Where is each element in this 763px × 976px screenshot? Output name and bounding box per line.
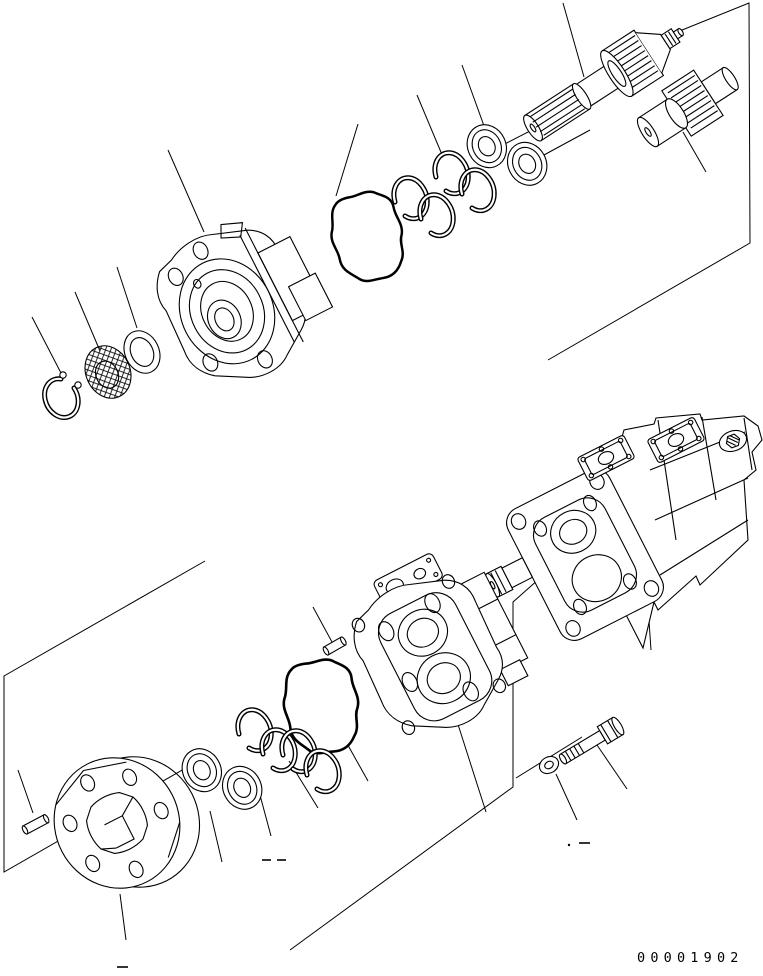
panel-top-right — [547, 2, 751, 361]
leader-line — [555, 773, 578, 821]
washer — [538, 755, 560, 775]
leader-line — [209, 810, 223, 863]
rear-seal-plate — [181, 748, 263, 810]
oil-seal — [84, 345, 132, 399]
leader-line — [17, 769, 34, 814]
leader-line — [562, 2, 585, 78]
port-pad — [577, 435, 635, 481]
drive-gear-shaft — [523, 27, 684, 142]
callout-dot — [567, 843, 571, 847]
drawing-number: 00001902 — [637, 950, 744, 966]
driven-gear-shaft — [636, 66, 739, 148]
coupling-flange — [53, 756, 201, 889]
pump-mounting-flange — [485, 469, 664, 641]
dowel-pin-front — [322, 636, 347, 656]
mounting-bolt — [558, 716, 625, 765]
leader-line — [119, 893, 127, 941]
leader-line — [167, 149, 205, 233]
front-seal-plate — [466, 124, 548, 186]
hex-plug — [718, 429, 748, 453]
leader-line — [312, 606, 333, 643]
leader-line — [596, 744, 628, 790]
leader-line — [116, 266, 138, 329]
dowel-pin-rear — [21, 814, 50, 835]
main-pump-assembly — [485, 413, 763, 650]
snap-ring-pair-d — [279, 728, 342, 795]
leader-line — [454, 714, 487, 813]
rear-gasket — [282, 658, 360, 755]
port-pad — [647, 417, 705, 463]
leader-line — [31, 316, 62, 374]
callout-placeholders — [117, 842, 590, 968]
leader-line — [682, 131, 707, 173]
leader-line — [74, 291, 101, 352]
leader-line — [416, 94, 444, 158]
leader-line — [335, 123, 359, 197]
leader-line — [344, 739, 369, 782]
snap-ring-pair-b — [432, 150, 497, 214]
snap-ring-pair-a — [391, 175, 456, 239]
pump-stub-shaft — [485, 556, 534, 598]
snap-ring-pair-c — [235, 707, 298, 774]
front-case — [156, 222, 334, 378]
pump-body — [351, 553, 529, 735]
front-gasket — [330, 190, 404, 283]
retaining-ring — [42, 371, 82, 420]
